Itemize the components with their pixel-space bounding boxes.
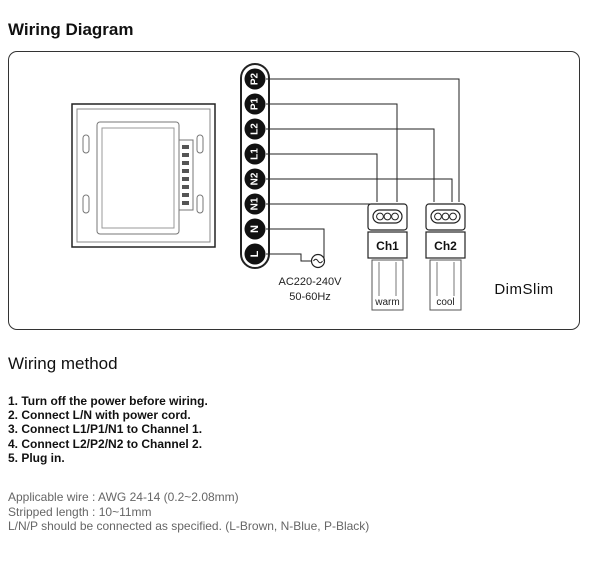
wiring-step: 2. Connect L/N with power cord. bbox=[8, 408, 191, 423]
terminal-label: L2 bbox=[250, 123, 261, 135]
note-stripped-length: Stripped length : 10~11mm bbox=[8, 504, 152, 519]
terminal-l: L bbox=[244, 243, 266, 265]
dimmer-controller bbox=[71, 103, 216, 248]
terminal-label: P2 bbox=[250, 72, 261, 85]
channel-2-label: Ch2 bbox=[434, 239, 457, 253]
power-voltage-label: AC220-240V bbox=[279, 276, 343, 288]
terminal-p1: P1 bbox=[244, 93, 266, 115]
channel-1-caption: warm bbox=[374, 297, 399, 308]
wiring-step: 3. Connect L1/P1/N1 to Channel 1. bbox=[8, 422, 203, 437]
channel-2-connector: Ch2 cool bbox=[425, 203, 466, 311]
brand-logo: DimSlim bbox=[494, 281, 553, 298]
wire-l2 bbox=[266, 128, 435, 202]
terminal-label: P1 bbox=[250, 97, 261, 110]
note-wire-gauge: Applicable wire : AWG 24-14 (0.2~2.08mm) bbox=[8, 490, 239, 504]
terminal-n: N bbox=[244, 218, 266, 240]
wire-l bbox=[266, 253, 312, 262]
power-source-symbol bbox=[310, 253, 326, 269]
wiring-step: 5. Plug in. bbox=[8, 450, 65, 465]
terminal-n1: N1 bbox=[244, 193, 266, 215]
terminal-label: L1 bbox=[250, 148, 261, 160]
terminal-label: N1 bbox=[250, 197, 261, 210]
terminal-label: N2 bbox=[250, 172, 261, 185]
terminal-label: N bbox=[249, 225, 261, 233]
wiring-diagram-panel: P2 P1 L2 L1 N2 N1 bbox=[8, 51, 580, 330]
note-color-code: L/N/P should be connected as specified. … bbox=[8, 519, 370, 533]
power-frequency-label: 50-60Hz bbox=[289, 291, 331, 303]
terminal-n2: N2 bbox=[244, 168, 266, 190]
wire-n1 bbox=[266, 203, 383, 208]
wire-p1 bbox=[266, 103, 398, 202]
channel-1-label: Ch1 bbox=[376, 239, 399, 253]
section-title: Wiring method bbox=[8, 354, 118, 373]
channel-2-caption: cool bbox=[436, 297, 454, 308]
page-title: Wiring Diagram bbox=[8, 20, 134, 39]
wiring-step: 1. Turn off the power before wiring. bbox=[8, 394, 208, 408]
wire-p2 bbox=[266, 78, 460, 202]
wiring-step: 4. Connect L2/P2/N2 to Channel 2. bbox=[8, 436, 203, 451]
wire-n2 bbox=[266, 178, 453, 202]
wiring-notes: Applicable wire : AWG 24-14 (0.2~2.08mm)… bbox=[8, 490, 369, 534]
terminal-label: L bbox=[249, 250, 261, 257]
channel-1-connector: Ch1 warm bbox=[367, 203, 408, 311]
wire-l1 bbox=[266, 153, 378, 202]
controller-terminal-pins bbox=[182, 145, 189, 205]
wiring-diagram: P2 P1 L2 L1 N2 N1 bbox=[71, 63, 553, 311]
terminal-l1: L1 bbox=[244, 143, 266, 165]
terminal-l2: L2 bbox=[244, 118, 266, 140]
wire-n bbox=[266, 228, 325, 253]
wiring-steps-list: 1. Turn off the power before wiring. 2. … bbox=[8, 394, 208, 465]
terminal-strip: P2 P1 L2 L1 N2 N1 bbox=[240, 63, 270, 269]
terminal-p2: P2 bbox=[244, 68, 266, 90]
